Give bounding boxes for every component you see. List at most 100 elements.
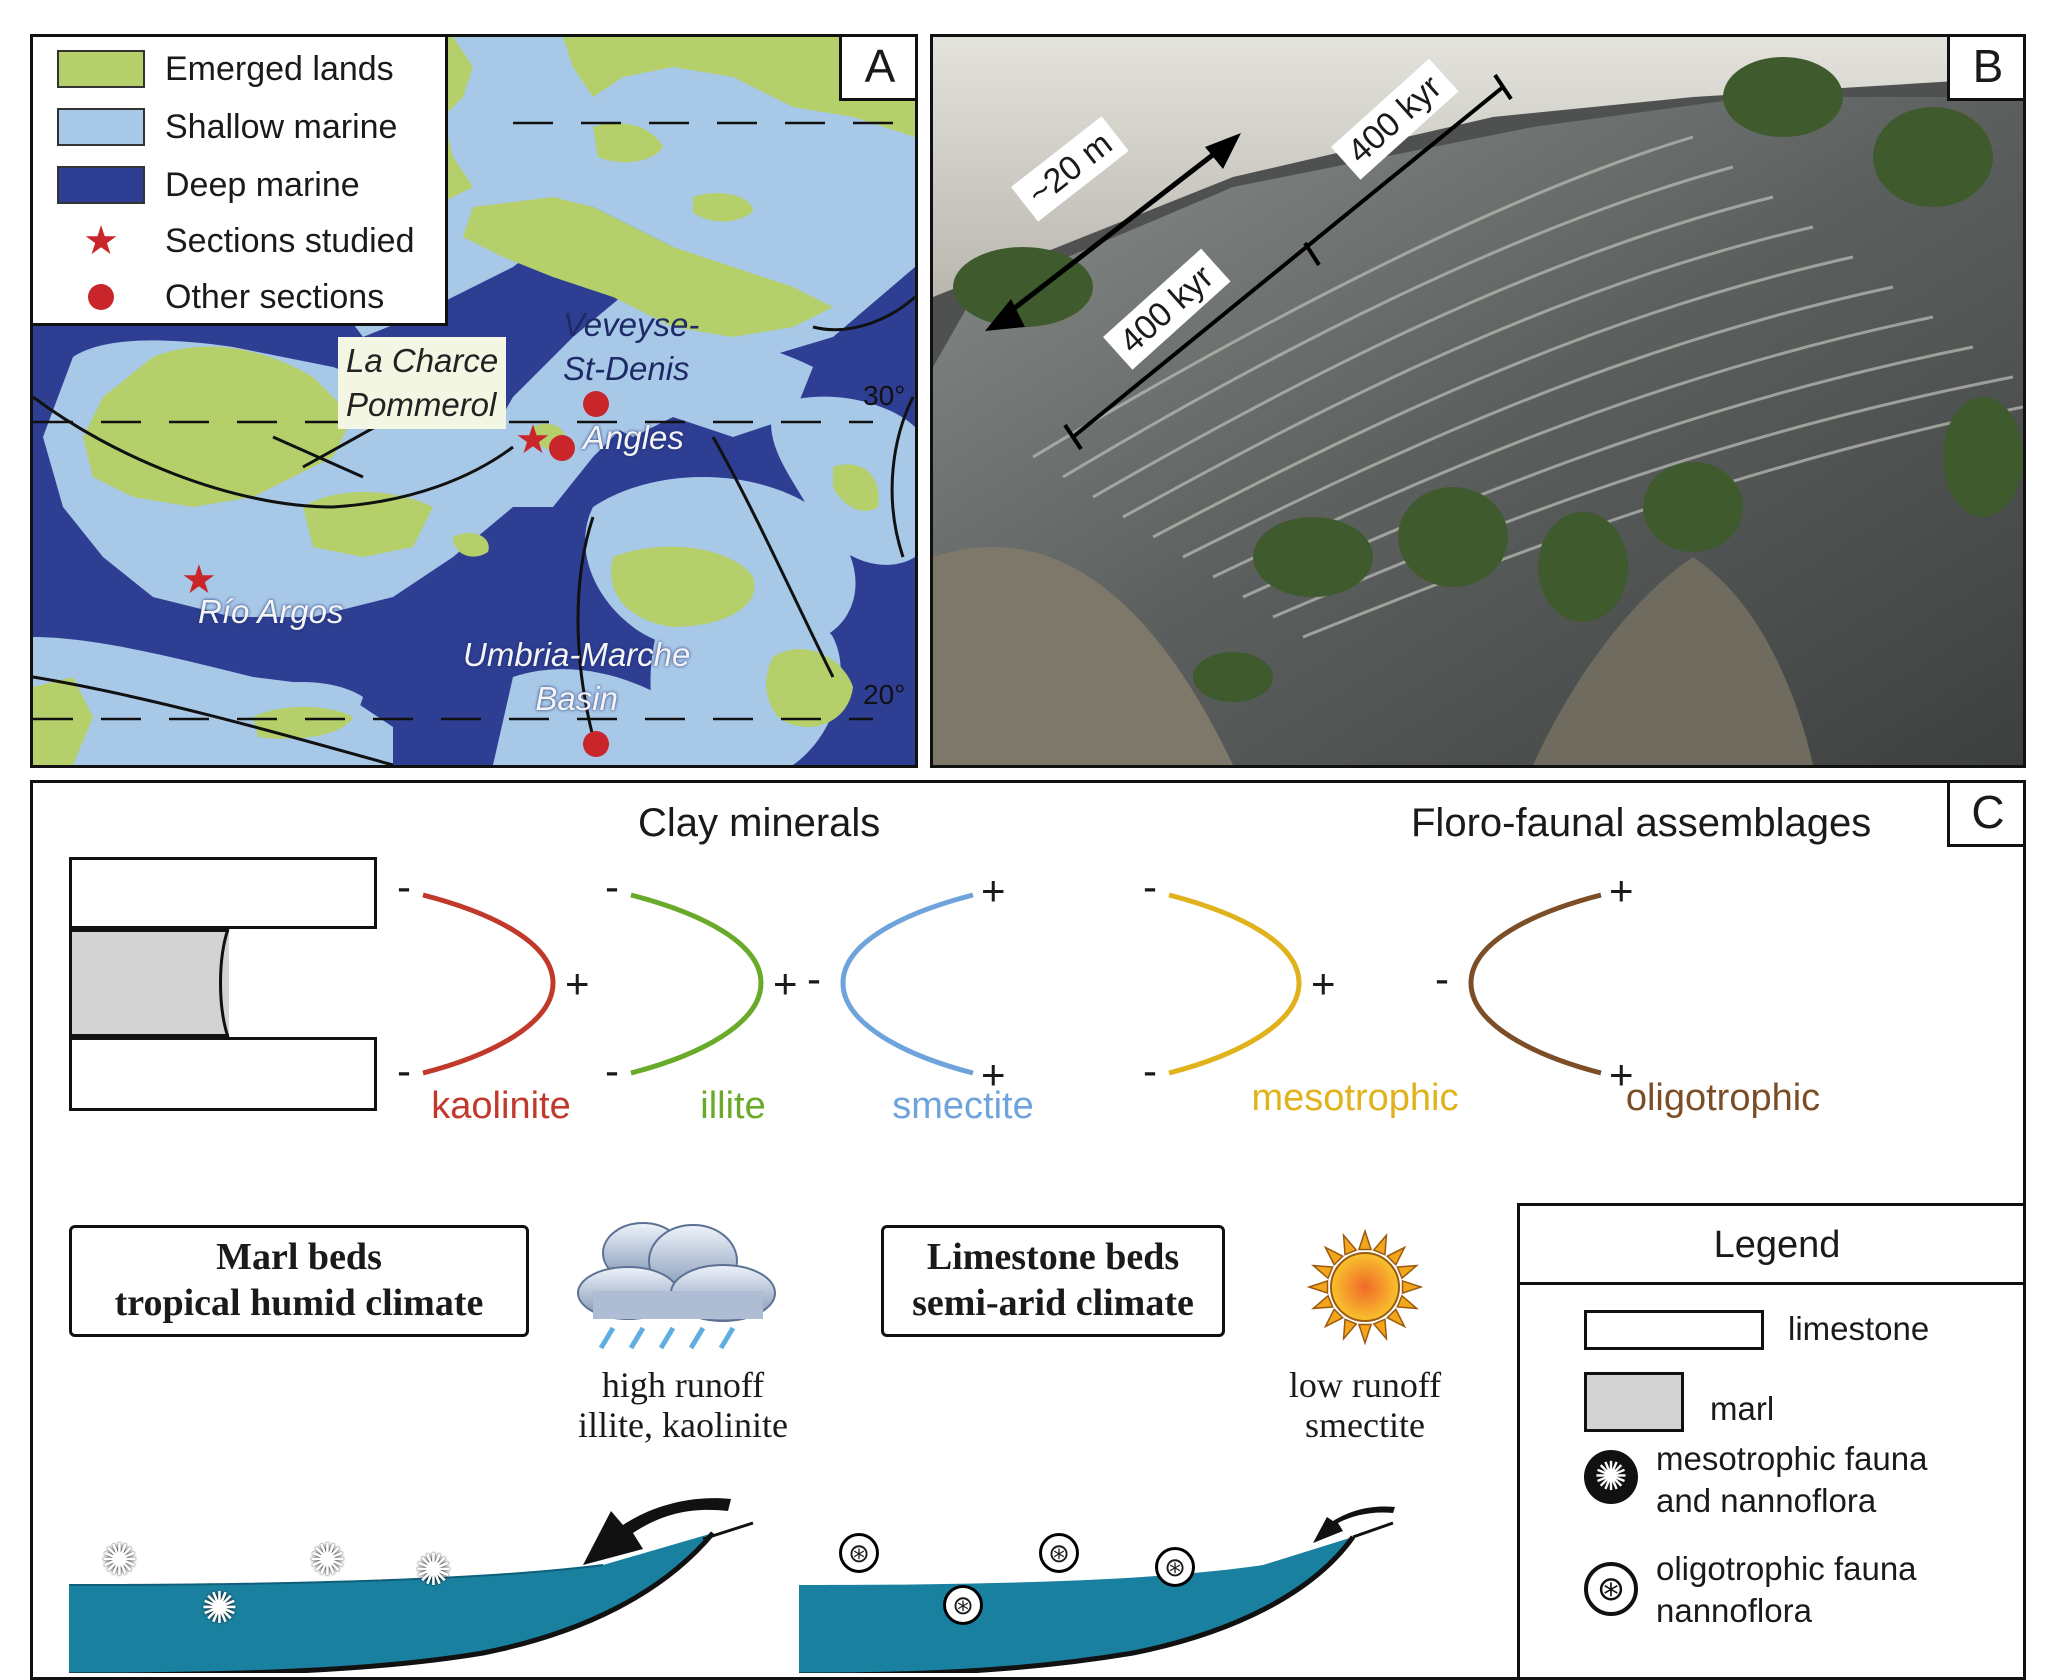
la-charce-star-icon: ★ xyxy=(515,418,551,462)
oligotrophic-label: oligotrophic xyxy=(1625,1077,1821,1119)
humid-caption: high runoff illite, kaolinite xyxy=(533,1365,833,1445)
oligotrophic-fauna-icon: ⊛ xyxy=(943,1585,983,1625)
sun-ray xyxy=(1311,1294,1334,1310)
humid-caption-line1: high runoff xyxy=(601,1365,765,1405)
mesotrophic-middle-sign: + xyxy=(1311,960,1336,1007)
limestone-box-line2: semi-arid climate xyxy=(912,1282,1194,1324)
oligotrophic-middle-sign: - xyxy=(1435,955,1449,1002)
marl-beds-box: Marl beds tropical humid climate xyxy=(69,1225,529,1337)
illite-bottom-sign: - xyxy=(605,1047,619,1094)
limestone-swatch xyxy=(1584,1310,1764,1350)
panel-c-model: C Clay minerals Floro-faunal assemblages… xyxy=(30,780,2026,1680)
panel-c-letter: C xyxy=(1947,783,2023,847)
arid-caption: low runoff smectite xyxy=(1225,1365,1505,1445)
map-legend: Emerged lands Shallow marine Deep marine… xyxy=(33,37,448,326)
arid-caption-line2: smectite xyxy=(1305,1405,1425,1445)
smectite-middle-sign: - xyxy=(807,955,821,1002)
humid-basin-diagram xyxy=(68,1498,754,1673)
oligotrophic-bottom-sign: + xyxy=(1609,1051,1634,1098)
arid-caption-line1: low runoff xyxy=(1288,1365,1442,1405)
mesotrophic-curve xyxy=(1168,892,1302,1076)
oligotrophic-fauna-icon: ⊛ xyxy=(1155,1547,1195,1587)
sun-ray xyxy=(1385,1245,1407,1267)
latitude-30-label: 30° xyxy=(863,380,906,411)
curves-svg: -+--+-+-+-+-+-+ xyxy=(397,863,1634,1098)
panel-b-letter: B xyxy=(1947,37,2023,101)
sun-ray xyxy=(1357,1228,1373,1251)
smectite-label: smectite xyxy=(892,1085,1034,1127)
legend-shallow-marine: Shallow marine xyxy=(57,107,397,147)
scale-arrow-icon xyxy=(985,73,1513,451)
veveyse-label: Veveyse- St-Denis xyxy=(563,306,700,387)
umbria-marche-label: Umbria-Marche Basin xyxy=(463,636,691,717)
limestone-bed-bottom xyxy=(69,1037,377,1111)
mesotrophic-fauna-icon: ✺ xyxy=(101,1536,138,1585)
legend-oligo: oligotrophic fauna nannoflora xyxy=(1656,1550,1917,1629)
illite-curve xyxy=(630,892,764,1076)
mesotrophic-fauna-icon: ✺ xyxy=(415,1546,452,1595)
latitude-20-label: 20° xyxy=(863,679,906,710)
mesotrophic-fauna-icon: ✺ xyxy=(201,1584,238,1633)
legend-marl: marl xyxy=(1710,1390,1775,1427)
legend-label: Other sections xyxy=(165,277,385,316)
legend-limestone: limestone xyxy=(1788,1310,1930,1347)
kaolinite-curve xyxy=(422,892,556,1076)
marl-box-line2: tropical humid climate xyxy=(114,1282,484,1324)
kaolinite-middle-sign: + xyxy=(565,960,590,1007)
sun-ray xyxy=(1323,1307,1345,1329)
arid-basin-diagram xyxy=(798,1506,1395,1673)
emerged-lands-swatch xyxy=(57,50,145,88)
limestone-bed-top xyxy=(69,857,377,929)
kaolinite-top-sign: - xyxy=(397,863,411,910)
angles-label: Angles xyxy=(583,419,684,456)
sun-ray xyxy=(1342,1233,1358,1256)
humid-caption-line2: illite, kaolinite xyxy=(578,1405,788,1445)
clay-minerals-title: Clay minerals xyxy=(638,801,881,845)
marl-box-line1: Marl beds xyxy=(216,1236,382,1278)
oligotrophic-fauna-icon: ⊛ xyxy=(1039,1533,1079,1573)
veveyse-dot-icon xyxy=(583,391,609,417)
mesotrophic-label: mesotrophic xyxy=(1251,1077,1459,1119)
sun-ray xyxy=(1396,1294,1419,1310)
marl-swatch xyxy=(1584,1372,1684,1432)
mesotrophic-fauna-icon: ✺ xyxy=(309,1536,346,1585)
sun-ray xyxy=(1396,1264,1419,1280)
legend-title: Legend xyxy=(1520,1206,2023,1285)
star-icon: ★ xyxy=(83,219,119,263)
marl-bed xyxy=(69,929,229,1037)
smectite-curve xyxy=(840,892,974,1076)
sun-ray xyxy=(1372,1318,1388,1341)
sun-icon xyxy=(1306,1228,1424,1346)
illite-label: illite xyxy=(700,1085,766,1127)
panel-c-legend: Legend limestone marl ✺ mesotrophic faun… xyxy=(1517,1203,2023,1677)
shallow-marine-swatch xyxy=(57,108,145,146)
limestone-beds-box: Limestone beds semi-arid climate xyxy=(881,1225,1225,1337)
dot-icon xyxy=(57,284,145,310)
oligotrophic-fauna-icon: ⊛ xyxy=(839,1533,879,1573)
oligotrophic-legend-icon: ⊛ xyxy=(1584,1562,1638,1616)
sun-ray xyxy=(1323,1245,1345,1267)
legend-other-sections: Other sections xyxy=(57,277,384,317)
kaolinite-bottom-sign: - xyxy=(397,1047,411,1094)
sun-ray xyxy=(1311,1264,1334,1280)
smectite-top-sign: + xyxy=(981,867,1006,914)
angles-dot-icon xyxy=(549,435,575,461)
mesotrophic-top-sign: - xyxy=(1143,863,1157,910)
sun-ray xyxy=(1306,1279,1329,1295)
rio-argos-star-icon: ★ xyxy=(181,558,217,602)
illite-middle-sign: + xyxy=(773,960,798,1007)
mesotrophic-legend-icon: ✺ xyxy=(1584,1450,1638,1504)
legend-deep-marine: Deep marine xyxy=(57,165,360,205)
kaolinite-label: kaolinite xyxy=(431,1085,571,1127)
legend-label: Deep marine xyxy=(165,165,360,204)
mesotrophic-bottom-sign: - xyxy=(1143,1047,1157,1094)
legend-emerged-lands: Emerged lands xyxy=(57,49,394,89)
legend-label: Emerged lands xyxy=(165,49,394,88)
sun-ray xyxy=(1342,1318,1358,1341)
legend-meso: mesotrophic fauna and nannoflora xyxy=(1656,1440,1928,1519)
oligotrophic-curve xyxy=(1468,892,1602,1076)
panel-a-letter: A xyxy=(839,37,915,101)
rio-argos-label: Río Argos xyxy=(198,593,344,630)
illite-top-sign: - xyxy=(605,863,619,910)
sun-ray xyxy=(1357,1323,1373,1346)
